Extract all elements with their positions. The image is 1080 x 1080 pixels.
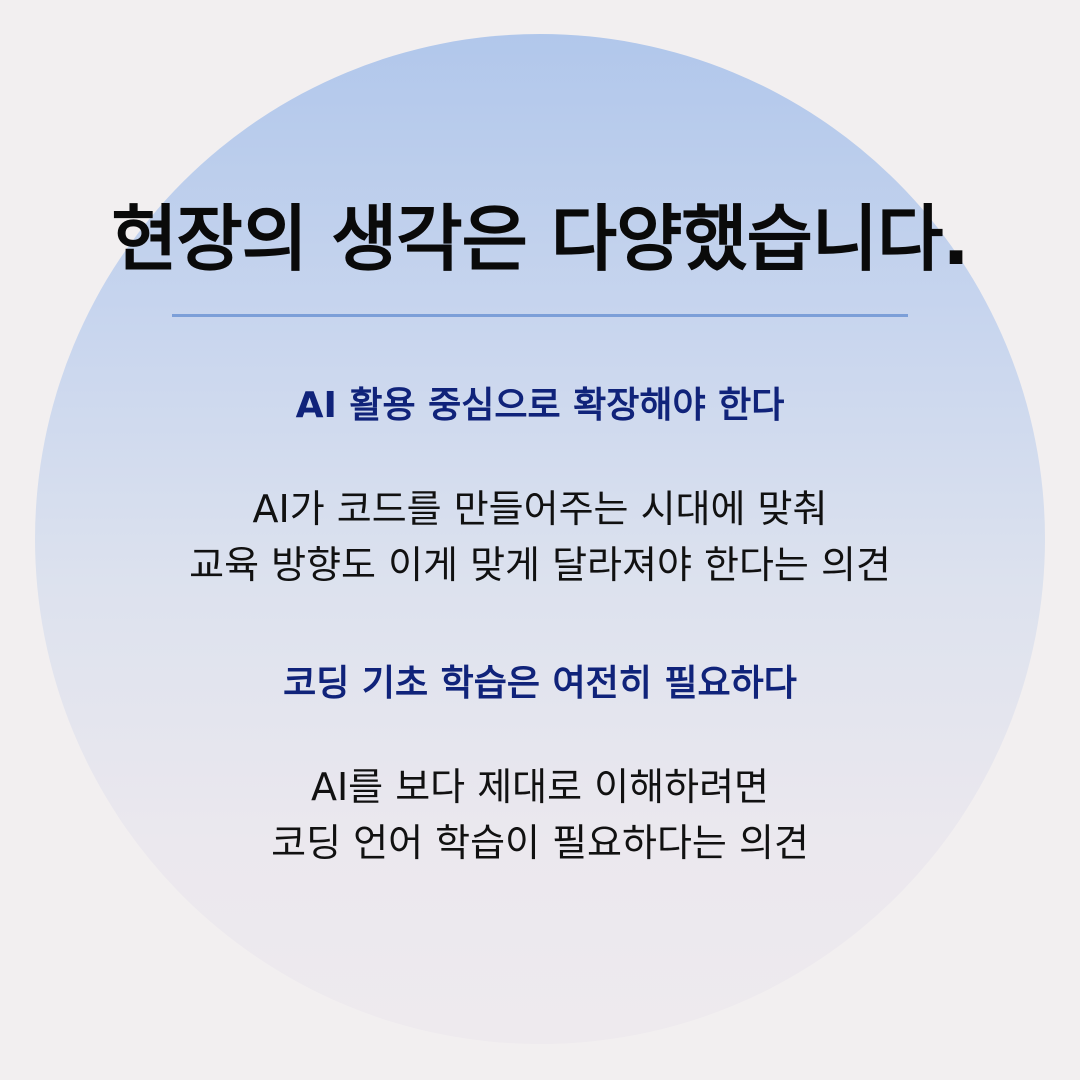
title-divider	[172, 314, 908, 317]
section-heading-ai-expansion: AI 활용 중심으로 확장해야 한다	[295, 385, 785, 426]
section-heading-coding-basics: 코딩 기초 학습은 여전히 필요하다	[283, 663, 797, 704]
section-body-coding-basics: AI를 보다 제대로 이해하려면 코딩 언어 학습이 필요하다는 의견	[0, 759, 1080, 871]
body-line: 코딩 언어 학습이 필요하다는 의견	[271, 821, 809, 865]
body-line: AI가 코드를 만들어주는 시대에 맞춰	[252, 487, 828, 531]
background-circle	[35, 34, 1045, 1044]
section-body-ai-expansion: AI가 코드를 만들어주는 시대에 맞춰 교육 방향도 이게 맞게 달라져야 한…	[0, 481, 1080, 593]
body-line: 교육 방향도 이게 맞게 달라져야 한다는 의견	[189, 543, 891, 587]
body-line: AI를 보다 제대로 이해하려면	[310, 765, 769, 809]
page-title: 현장의 생각은 다양했습니다.	[111, 197, 969, 281]
